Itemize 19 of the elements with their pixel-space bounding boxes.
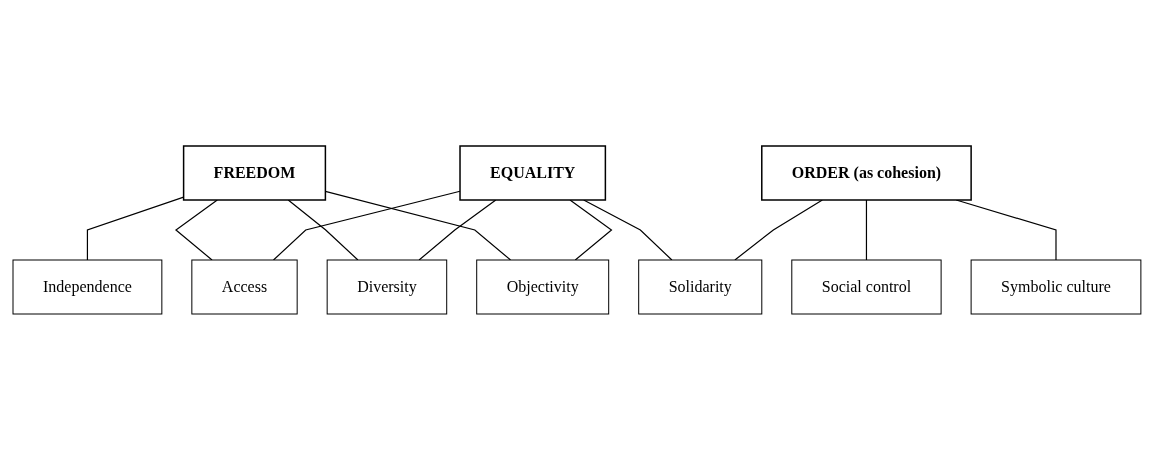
node-box: Objectivity [475, 259, 609, 314]
node-box: Social control [790, 259, 942, 314]
connector [865, 198, 867, 261]
connector [568, 198, 612, 261]
node-box: Independence [12, 259, 162, 314]
connector [287, 198, 359, 261]
connector [733, 198, 823, 261]
node-box: Symbolic culture [970, 259, 1141, 314]
connector [582, 198, 673, 261]
node-box: EQUALITY [458, 144, 606, 201]
connector [324, 190, 511, 261]
node-box: Diversity [326, 259, 447, 314]
connector [418, 198, 496, 261]
connector [174, 198, 218, 261]
node-box: FREEDOM [182, 144, 326, 201]
node-box: Solidarity [637, 259, 762, 314]
node-box: ORDER (as cohesion) [760, 144, 972, 201]
node-box: Access [190, 259, 298, 314]
connector [86, 196, 184, 261]
